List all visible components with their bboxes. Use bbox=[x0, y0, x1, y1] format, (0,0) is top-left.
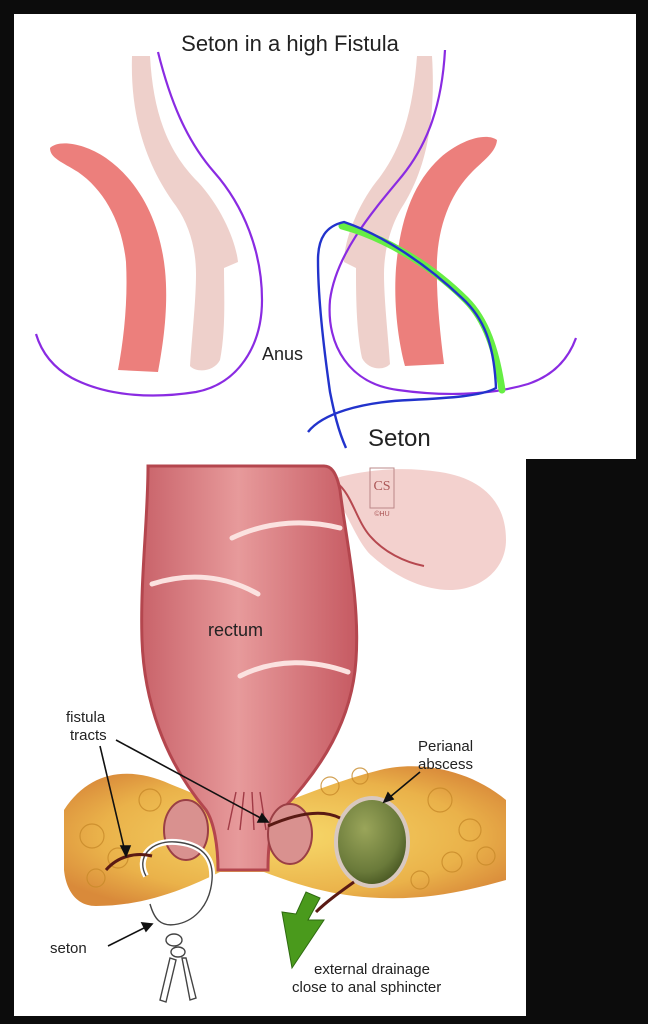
logo-subtext: ©HU bbox=[374, 510, 389, 518]
fistula-label-line2: tracts bbox=[70, 727, 107, 744]
seton-label-bottom: seton bbox=[50, 940, 87, 957]
seton-label-top: Seton bbox=[368, 425, 431, 452]
sigmoid-colon bbox=[330, 469, 506, 590]
fistula-label-line1: fistula bbox=[66, 709, 106, 726]
perianal-abscess bbox=[336, 798, 408, 886]
abscess-label-line1: Perianal bbox=[418, 738, 473, 755]
left-sphincter-muscle bbox=[50, 143, 166, 372]
seton-knot-and-tails bbox=[160, 934, 196, 1002]
bottom-illustration: CS ©HU rectum fistula tracts Perianal ab… bbox=[50, 466, 506, 1002]
diagram-title: Seton in a high Fistula bbox=[181, 31, 399, 56]
drainage-arrow bbox=[282, 892, 324, 968]
abscess-label-line2: abscess bbox=[418, 756, 473, 773]
logo-letters: CS bbox=[373, 479, 390, 494]
anus-label: Anus bbox=[262, 344, 303, 364]
top-diagram: Seton in a high Fistula Anus Seton bbox=[36, 31, 576, 452]
drainage-label-line2: close to anal sphincter bbox=[292, 979, 441, 996]
rectum-label: rectum bbox=[208, 620, 263, 640]
drainage-label-line1: external drainage bbox=[314, 961, 430, 978]
